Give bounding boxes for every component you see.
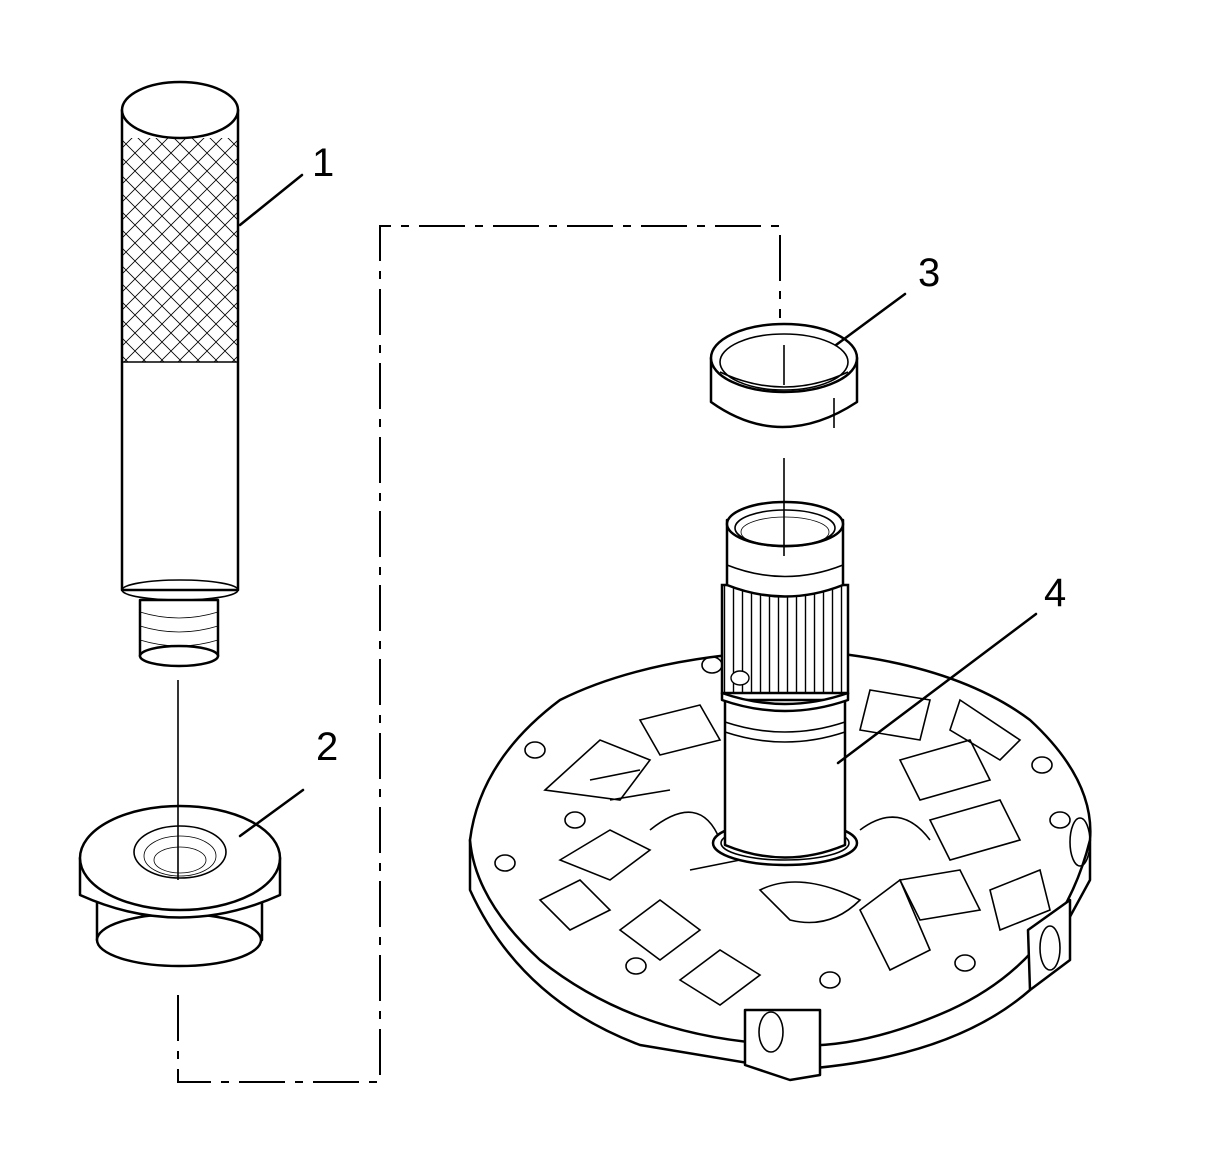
installer-adapter-tool — [78, 804, 282, 968]
leader-lines — [238, 173, 1038, 838]
callout-4: 4 — [1044, 571, 1066, 615]
callout-1: 1 — [312, 141, 334, 185]
driver-handle-tool — [120, 80, 240, 668]
pump-cover-assembly — [468, 500, 1092, 1082]
callout-labels: 1 2 3 4 — [312, 141, 1066, 769]
alignment-lines — [177, 225, 785, 1083]
callout-3: 3 — [918, 251, 940, 295]
fluid-passages — [538, 689, 1051, 1006]
callout-2: 2 — [316, 725, 338, 769]
